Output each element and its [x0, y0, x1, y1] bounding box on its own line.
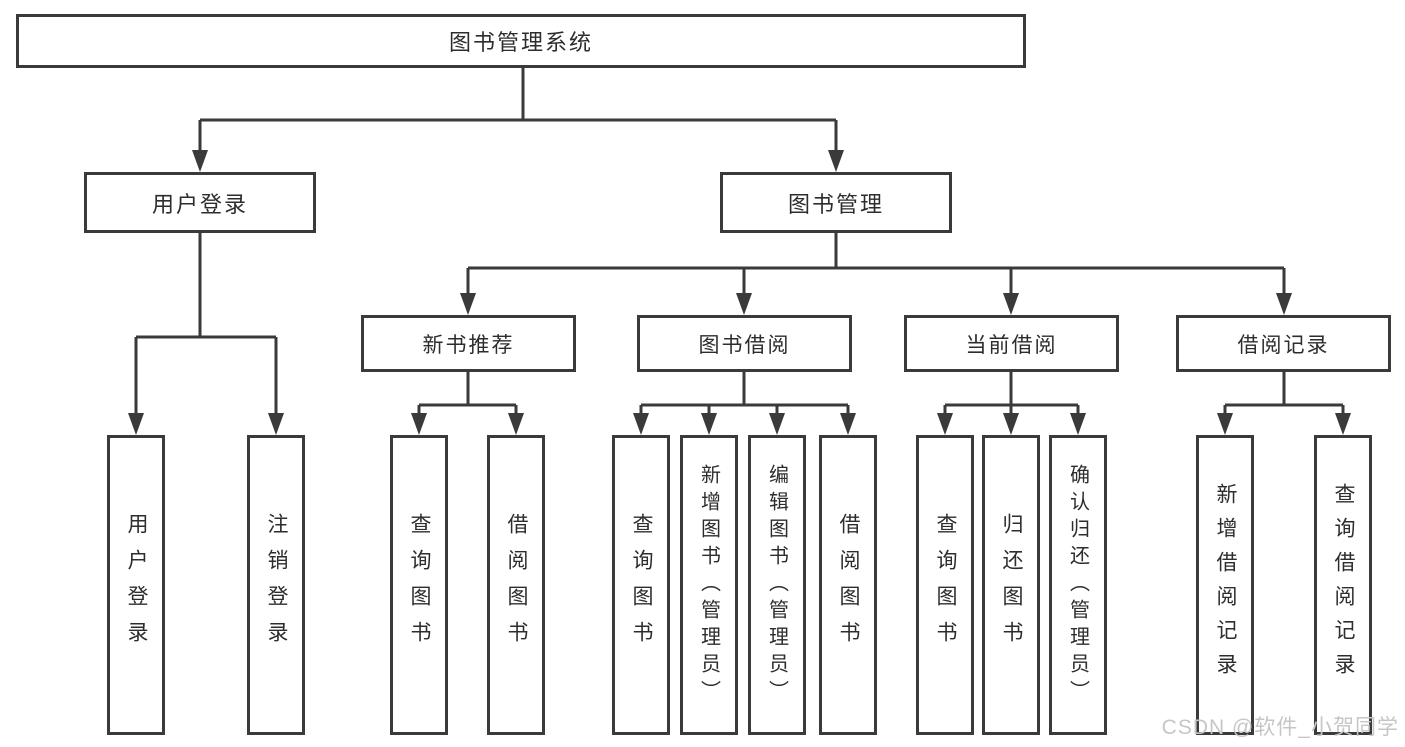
leaf-borrow-books-recommend: 借阅图书 — [487, 435, 545, 735]
leaf-confirm-return-admin: 确认归还（管理员） — [1049, 435, 1107, 735]
node-label: 图书借阅 — [698, 333, 791, 357]
node-label: 借阅记录 — [1237, 333, 1330, 357]
node-library-management-system: 图书管理系统 — [16, 14, 1026, 68]
node-borrow-records: 借阅记录 — [1176, 315, 1391, 372]
leaf-label: 确认归还（管理员） — [1066, 463, 1089, 707]
leaf-user-login: 用户登录 — [107, 435, 165, 735]
node-label: 新书推荐 — [422, 333, 515, 357]
leaf-label: 注销登录 — [265, 513, 288, 657]
leaf-label: 查询图书 — [934, 513, 957, 657]
node-new-book-recommend: 新书推荐 — [361, 315, 576, 372]
leaf-label: 借阅图书 — [505, 513, 528, 657]
node-user-login: 用户登录 — [84, 172, 316, 233]
leaf-label: 查询借阅记录 — [1332, 483, 1355, 687]
leaf-logout: 注销登录 — [247, 435, 305, 735]
node-label: 图书管理系统 — [448, 30, 593, 55]
leaf-label: 新增借阅记录 — [1214, 483, 1237, 687]
node-book-borrow: 图书借阅 — [637, 315, 852, 372]
leaf-label: 编辑图书（管理员） — [765, 463, 788, 707]
leaf-query-books-borrow: 查询图书 — [612, 435, 670, 735]
node-label: 当前借阅 — [965, 333, 1058, 357]
leaf-add-borrow-record: 新增借阅记录 — [1196, 435, 1254, 735]
leaf-query-borrow-record: 查询借阅记录 — [1314, 435, 1372, 735]
leaf-query-books-current: 查询图书 — [916, 435, 974, 735]
leaf-label: 查询图书 — [408, 513, 431, 657]
node-book-management: 图书管理 — [720, 172, 952, 233]
leaf-return-book: 归还图书 — [982, 435, 1040, 735]
leaf-label: 新增图书（管理员） — [697, 463, 720, 707]
node-label: 用户登录 — [151, 191, 248, 217]
leaf-label: 借阅图书 — [837, 513, 860, 657]
node-current-borrow: 当前借阅 — [904, 315, 1119, 372]
leaf-label: 查询图书 — [630, 513, 653, 657]
leaf-query-books-recommend: 查询图书 — [390, 435, 448, 735]
leaf-edit-book-admin: 编辑图书（管理员） — [748, 435, 806, 735]
leaf-label: 归还图书 — [1000, 513, 1023, 657]
leaf-label: 用户登录 — [125, 513, 148, 657]
leaf-borrow-books: 借阅图书 — [819, 435, 877, 735]
node-label: 图书管理 — [787, 191, 884, 217]
leaf-add-book-admin: 新增图书（管理员） — [680, 435, 738, 735]
